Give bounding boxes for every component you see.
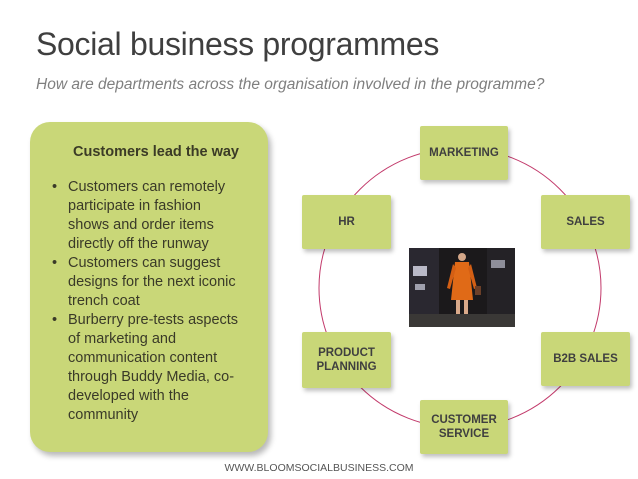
page-subtitle: How are departments across the organisat… [36,76,544,94]
node-label: SERVICE [439,427,489,441]
node-sales: SALES [541,195,630,249]
node-b2b-sales: B2B SALES [541,332,630,386]
customers-panel: Customers lead the way • Customers can r… [30,122,268,452]
bullet-line: designs for the next iconic [68,274,236,290]
node-label: B2B SALES [553,352,618,366]
node-label: PLANNING [316,360,376,374]
bullet-icon: • [52,178,57,197]
bullet-item: • Customers can remotely participate in … [52,178,254,254]
bullet-line: communication content [68,350,217,366]
node-label: SALES [566,215,604,229]
node-product-planning: PRODUCT PLANNING [302,332,391,388]
runway-photo [409,248,515,327]
bullet-line: Burberry pre-tests aspects [68,312,238,328]
footer-url: WWW.BLOOMSOCIALBUSINESS.COM [0,462,638,474]
node-label: PRODUCT [318,346,375,360]
node-marketing: MARKETING [420,126,508,180]
node-label: MARKETING [429,146,499,160]
node-label: CUSTOMER [431,413,497,427]
bullet-line: directly off the runway [68,236,209,252]
node-hr: HR [302,195,391,249]
bullet-list: • Customers can remotely participate in … [52,178,254,425]
bullet-line: Customers can suggest [68,255,220,271]
node-label: HR [338,215,355,229]
bullet-line: participate in fashion [68,198,201,214]
bullet-line: trench coat [68,293,140,309]
bullet-item: • Burberry pre-tests aspects of marketin… [52,311,254,425]
bullet-line: community [68,407,138,423]
bullet-item: • Customers can suggest designs for the … [52,254,254,311]
bullet-icon: • [52,254,57,273]
bullet-line: developed with the [68,388,189,404]
bullet-line: shows and order items [68,217,214,233]
page-title: Social business programmes [36,26,439,63]
runway-image [409,248,515,327]
bullet-line: of marketing and [68,331,176,347]
bullet-line: through Buddy Media, co- [68,369,234,385]
bullet-icon: • [52,311,57,330]
bullet-line: Customers can remotely [68,179,225,195]
panel-heading: Customers lead the way [58,144,254,160]
node-customer-service: CUSTOMER SERVICE [420,400,508,454]
